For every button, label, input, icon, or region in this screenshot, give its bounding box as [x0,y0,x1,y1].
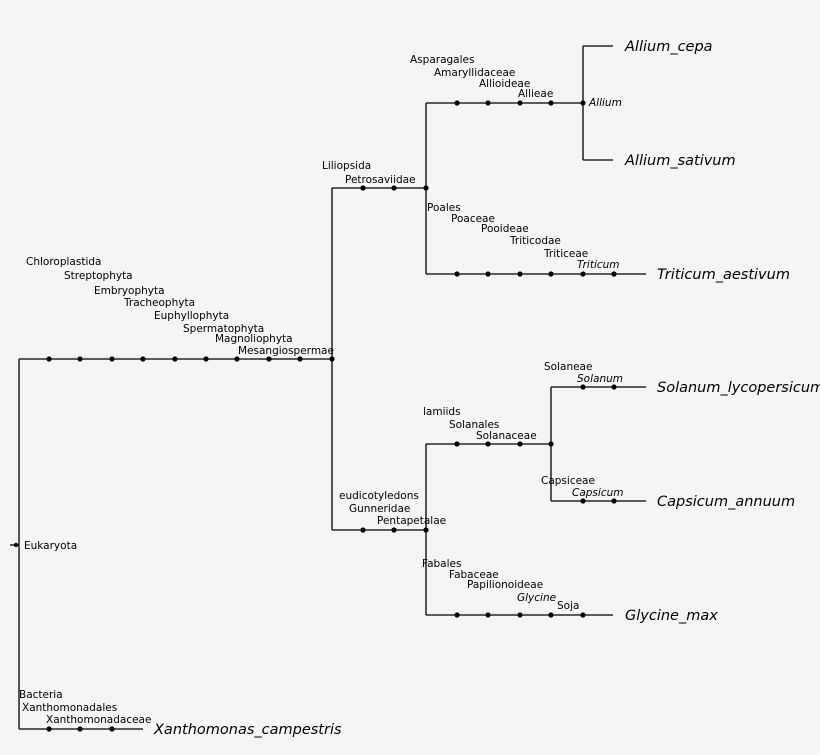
node-label: Amaryllidaceae [434,67,515,79]
leaf-xanthomonas-campestris: Xanthomonas_campestris [153,722,342,738]
node-label: Fabales [422,558,461,570]
node-label: Solanaceae [476,430,537,442]
node-label: eudicotyledons [339,490,419,502]
leaf-glycine-max: Glycine_max [625,608,718,624]
node-label: Fabaceae [449,569,499,581]
node-label: Papilionoideae [467,579,543,591]
node-label: Solanum [577,373,623,385]
leaf-allium-cepa: Allium_cepa [624,39,713,55]
node-label: Xanthomonadales [22,702,117,714]
leaf-triticum-aestivum: Triticum_aestivum [657,267,790,283]
node-label: Petrosaviidae [345,174,416,186]
node-label: Poales [427,202,461,214]
tree-edges [10,45,646,730]
leaf-solanum-lycopersicum: Solanum_lycopersicum [657,380,820,396]
node-label: Bacteria [19,689,63,701]
node-label: Gunneridae [349,503,410,515]
tree-nodes [13,100,617,732]
node-label: Glycine [517,592,556,604]
node-label: Solaneae [544,361,592,373]
leaf-allium-sativum: Allium_sativum [624,153,736,169]
leaf-capsicum-annuum: Capsicum_annuum [657,494,795,510]
node-label: Solanales [449,419,499,431]
node-label: Chloroplastida [26,256,101,268]
node-label: Liliopsida [322,160,371,172]
node-label: Pentapetalae [377,515,446,527]
leaf-labels: Allium_cepa Allium_sativum Triticum_aest… [153,39,820,738]
node-label: Triticodae [509,235,561,247]
node-label: Tracheophyta [123,297,195,309]
root-label: Eukaryota [24,540,77,552]
node-label: Allioideae [479,78,530,90]
node-label: lamiids [423,406,461,418]
node-label: Streptophyta [64,270,133,282]
node-label: Poaceae [451,213,495,225]
node-label: Triticeae [543,248,588,260]
node-label: Embryophyta [94,285,165,297]
node-label: Xanthomonadaceae [46,714,151,726]
node-label: Magnoliophyta [215,333,293,345]
node-label: Mesangiospermae [238,345,334,357]
node-label: Allium [588,97,622,109]
node-label: Allieae [518,88,553,100]
node-label: Euphyllophyta [154,310,229,322]
rank-labels: Eukaryota Chloroplastida Streptophyta Em… [19,54,623,726]
node-label: Soja [557,600,579,612]
node-label: Spermatophyta [183,323,264,335]
node-label: Triticum [577,259,620,271]
node-label: Capsiceae [541,475,595,487]
node-label: Capsicum [572,487,623,499]
node-label: Pooideae [481,223,529,235]
node-label: Asparagales [410,54,474,66]
